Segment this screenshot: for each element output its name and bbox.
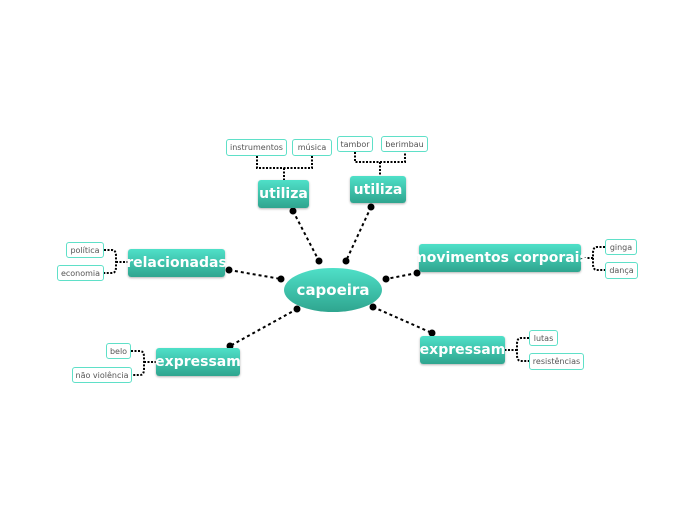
leaf-instrumentos[interactable]: instrumentos [226,139,287,156]
topic-relacionadas[interactable]: relacionadas [126,249,227,277]
leaf-politica[interactable]: política [66,242,104,258]
topic-utiliza-instruments-2[interactable]: utiliza [350,176,406,203]
leaf-belo[interactable]: belo [106,343,131,359]
leaf-lutas[interactable]: lutas [529,330,558,346]
leaf-musica[interactable]: música [292,139,332,156]
leaf-economia[interactable]: economia [57,265,104,281]
leaf-tambor[interactable]: tambor [337,136,373,152]
topic-expressam-right[interactable]: expressam [420,336,505,364]
topic-movimentos-corporais[interactable]: movimentos corporais [412,244,588,272]
central-topic-capoeira[interactable]: capoeira [284,268,382,312]
leaf-resistencias[interactable]: resistências [529,353,584,370]
topic-utiliza-instruments[interactable]: utiliza [258,180,309,208]
leaf-ginga[interactable]: ginga [605,239,637,255]
leaf-berimbau[interactable]: berimbau [381,136,428,152]
leaf-nao-violencia[interactable]: não violência [72,367,132,383]
leaf-danca[interactable]: dança [605,262,638,279]
topic-expressam-left[interactable]: expressam [155,348,241,376]
